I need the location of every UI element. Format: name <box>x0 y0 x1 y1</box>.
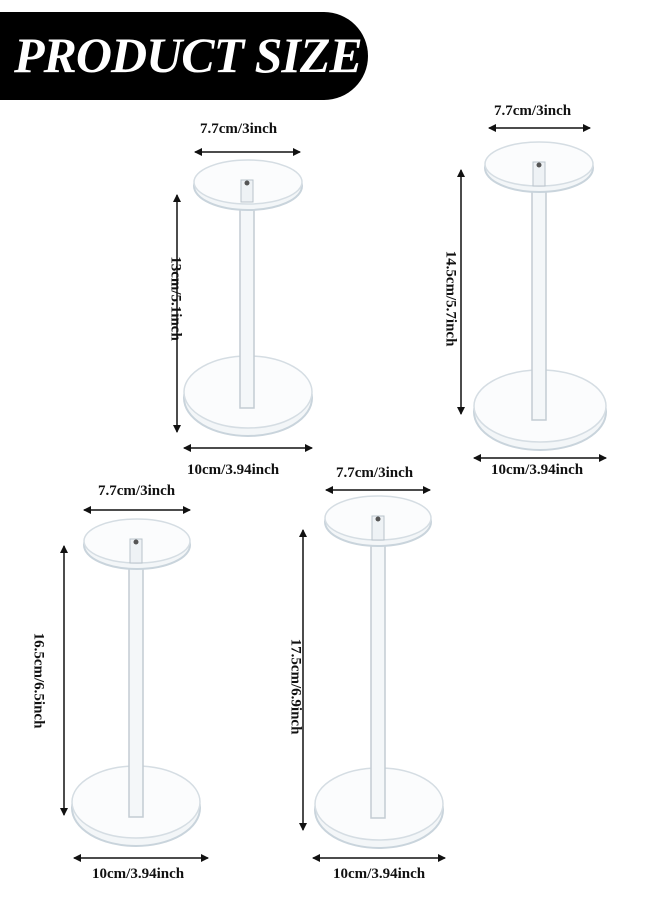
stand-3 <box>60 506 209 862</box>
stand-4 <box>299 486 446 862</box>
banner-title: PRODUCT SIZE <box>14 27 363 83</box>
stand-3-height-label: 16.5cm/6.5inch <box>30 632 47 729</box>
stand-1 <box>173 148 313 452</box>
stand-2-screw <box>532 161 546 187</box>
stand-2-rod <box>531 167 547 421</box>
stand-4-screw <box>371 515 385 541</box>
stand-3-rod <box>128 544 144 818</box>
stand-4-rod <box>370 519 386 819</box>
stand-1-height-label: 13cm/5.1inch <box>167 256 184 341</box>
stand-1-rod <box>239 185 255 409</box>
stand-2 <box>457 124 607 462</box>
stand-4-height-label: 17.5cm/6.9inch <box>287 638 304 735</box>
stand-2-top-width-label: 7.7cm/3inch <box>494 103 572 119</box>
stand-2-base-width-label: 10cm/3.94inch <box>491 462 584 478</box>
title-banner: PRODUCT SIZE <box>0 12 368 100</box>
stand-1-screw <box>240 179 254 203</box>
stand-2-height-label: 14.5cm/5.7inch <box>442 250 459 347</box>
stand-4-base-width-label: 10cm/3.94inch <box>333 866 426 882</box>
stand-1-base-width-label: 10cm/3.94inch <box>187 462 280 478</box>
stand-3-base-width-label: 10cm/3.94inch <box>92 866 185 882</box>
stand-4-top-width-label: 7.7cm/3inch <box>336 465 414 481</box>
stand-3-screw <box>129 538 143 564</box>
stand-3-top-width-label: 7.7cm/3inch <box>98 483 176 499</box>
stand-1-top-width-label: 7.7cm/3inch <box>200 121 278 137</box>
